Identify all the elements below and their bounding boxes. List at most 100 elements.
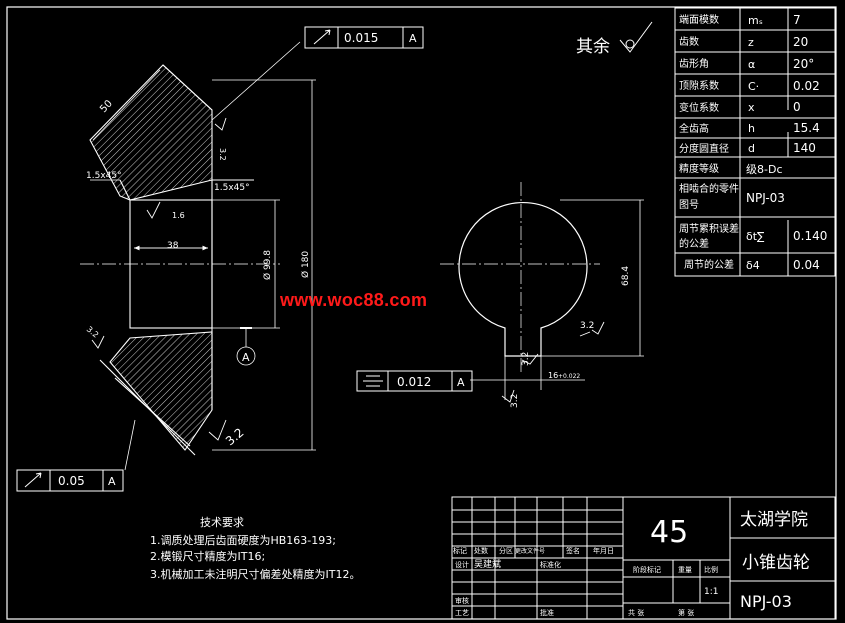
dim-bore-dia: Ø 99.8: [262, 250, 273, 280]
param-sym-pitch-dia: d: [748, 142, 755, 155]
param-sym-teeth: z: [748, 36, 754, 49]
bore-roughness-label: 1.6: [172, 211, 185, 220]
bore-dimension-labels: 68.4 16 +0.022 3.2 3.2 3.2: [510, 266, 631, 408]
stage-mark-label: 阶段标记: [633, 565, 661, 574]
tech-req-item-3: 3.机械加工未注明尺寸偏差处精度为IT12。: [150, 567, 360, 581]
material-label: 45: [650, 515, 688, 550]
runout-frame-bottom: 0.05 A: [16, 469, 124, 492]
col-change-doc: 更改文件号: [515, 547, 545, 555]
param-name-grade: 精度等级: [679, 162, 719, 175]
param-sym-cumulative-pitch: δt∑: [746, 230, 765, 243]
param-name-pressure-angle: 齿形角: [679, 58, 709, 70]
review-label: 审核: [455, 596, 469, 605]
part-name: 小锥齿轮: [742, 553, 810, 573]
param-name-mating-part: 相啮合的零件: [679, 182, 739, 195]
scale-label: 比例: [704, 565, 718, 574]
tech-req-item-1: 1.调质处理后齿面硬度为HB163-193;: [150, 533, 336, 547]
bottom-roughness-label: 3.2: [223, 425, 247, 448]
tech-req-title: 技术要求: [200, 516, 244, 529]
dim-outer-dia: Ø 180: [300, 251, 311, 278]
technical-requirements: 技术要求 1.调质处理后齿面硬度为HB163-193; 2.模锻尺寸精度为IT1…: [150, 516, 360, 581]
col-date: 年月日: [593, 546, 614, 555]
process-label: 工艺: [455, 609, 469, 617]
symmetry-ref: A: [457, 376, 465, 389]
param-val-cumulative-pitch: 0.140: [793, 229, 827, 243]
chamfer-left-label: 1.5x45°: [86, 171, 122, 181]
sheet-number: 第 张: [678, 608, 694, 617]
runout-bottom-ref: A: [108, 475, 116, 488]
website-watermark: www.woc88.com: [280, 290, 428, 310]
runout-frame-top: 0.015 A: [304, 26, 424, 49]
param-val-depth: 15.4: [793, 121, 820, 135]
param-val-pitch-dia: 140: [793, 141, 816, 155]
param-val-pitch-tol: 0.04: [793, 258, 820, 272]
param-val-grade: 级8-Dc: [746, 163, 783, 176]
param-val-mating-part: NPJ-03: [746, 191, 785, 205]
surface-finish-note: 其余: [576, 21, 653, 57]
drawing-number: NPJ-03: [740, 592, 792, 611]
param-sym-depth: h: [748, 122, 755, 135]
symmetry-value: 0.012: [397, 375, 431, 389]
designer-name: 吴建斌: [474, 558, 501, 570]
keyway-roughness: 3.2: [580, 321, 594, 331]
design-label: 设计: [455, 560, 469, 569]
surface-note-text: 其余: [576, 37, 610, 57]
param-name-cumulative-pitch: 周节累积误差: [679, 222, 739, 235]
gear-parameter-table: [674, 7, 836, 277]
approve-label: 批准: [540, 608, 554, 617]
chamfer-right-label: 1.5x45°: [214, 183, 250, 193]
runout-bottom-value: 0.05: [58, 474, 85, 488]
standardize-label: 标准化: [540, 560, 561, 569]
keyway-width-tol: +0.022: [558, 373, 580, 380]
param-sym-shift: x: [748, 101, 755, 114]
bore-keyway-view: [440, 182, 644, 403]
gear-parameter-rows: 端面模数 mₛ 7 齿数 z 20 齿形角 α 20° 顶隙系数 C· 0.02…: [679, 13, 827, 272]
param-sym-pitch-tol: δ4: [746, 259, 760, 272]
bevel-gear-section: [80, 64, 280, 456]
symmetry-tolerance-frame: 0.012 A: [356, 370, 473, 392]
param-name-clearance: 顶隙系数: [679, 79, 719, 92]
drawing-frame: [6, 6, 837, 620]
col-count: 处数: [474, 546, 488, 555]
roughness-marks: [91, 117, 227, 441]
gear-dimensions: [90, 41, 316, 471]
keyway-bottom-roughness: 3.2: [510, 394, 520, 408]
symmetry-icon: [363, 375, 383, 387]
param-name-shift: 变位系数: [679, 101, 719, 114]
tech-req-item-2: 2.模锻尺寸精度为IT16;: [150, 549, 265, 563]
keyway-width-dim: 16: [548, 371, 558, 380]
col-signature: 签名: [566, 546, 580, 555]
top-roughness-label: 3.2: [218, 148, 227, 161]
weight-label: 重量: [678, 566, 692, 574]
runout-arrow-icon-2: [24, 472, 42, 488]
sheets-total: 共 张: [628, 608, 644, 617]
school-name: 太湖学院: [740, 510, 808, 530]
param-sym-pressure-angle: α: [748, 58, 755, 71]
title-block-grid: [451, 496, 836, 620]
param-name-depth: 全齿高: [679, 122, 709, 135]
dim-hub-length: 38: [167, 241, 179, 251]
bore-depth-dim: 68.4: [621, 266, 631, 286]
dim-cone-length: 50: [98, 98, 115, 115]
scale-value: 1:1: [704, 587, 718, 597]
param-name-mating-part-2: 图号: [679, 199, 699, 211]
param-val-shift: 0: [793, 100, 801, 114]
keyway-side-roughness: 3.2: [521, 352, 531, 366]
col-mark: 标记: [453, 546, 467, 555]
param-name-module: 端面模数: [679, 13, 719, 26]
param-val-clearance: 0.02: [793, 79, 820, 93]
param-val-teeth: 20: [793, 35, 808, 49]
left-roughness-label: 3.2: [85, 325, 101, 340]
runout-top-value: 0.015: [344, 31, 378, 45]
param-name-pitch-tol: 周节的公差: [684, 258, 734, 271]
param-val-module: 7: [793, 13, 801, 27]
param-name-teeth: 齿数: [679, 35, 699, 48]
param-name-cumulative-pitch-2: 的公差: [679, 237, 709, 250]
runout-arrow-icon: [313, 29, 331, 45]
param-sym-clearance: C·: [748, 80, 759, 93]
param-name-pitch-dia: 分度圆直径: [679, 142, 729, 155]
param-sym-module: mₛ: [748, 14, 763, 27]
datum-a-label: A: [242, 351, 250, 364]
title-block-text: 45 太湖学院 小锥齿轮 NPJ-03 标记 处数 分区 更改文件号 签名 年月…: [453, 510, 810, 617]
